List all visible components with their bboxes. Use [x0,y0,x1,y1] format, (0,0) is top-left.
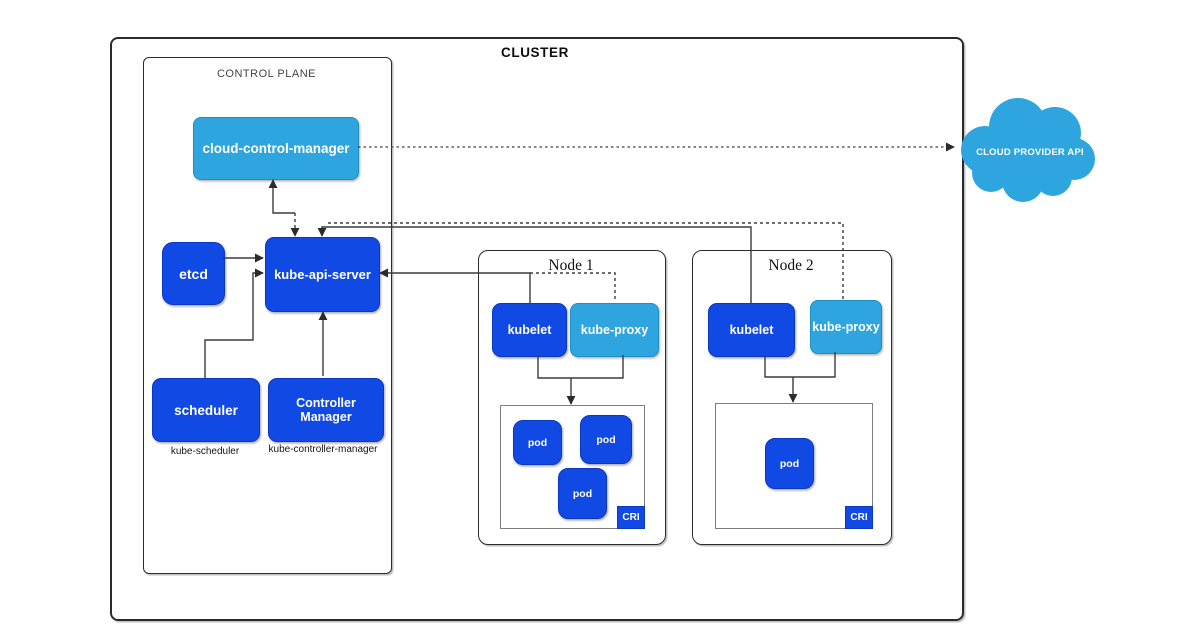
controller-manager-sublabel: kube-controller-manager [268,444,378,455]
pod-box: pod [580,415,632,464]
control-plane-title: CONTROL PLANE [216,68,316,80]
pod-box: pod [765,438,814,489]
node-2-kubelet-box: kubelet [708,303,795,357]
cri-badge: CRI [617,506,645,529]
cluster-frame [110,37,964,621]
cloud-control-manager-box: cloud-control-manager [193,117,359,180]
pod-box: pod [513,420,562,465]
cloud-provider-api-label: CLOUD PROVIDER API [976,147,1084,158]
scheduler-sublabel: kube-scheduler [170,446,240,457]
node-2-kube-proxy-box: kube-proxy [810,300,882,354]
node-1-title: Node 1 [548,257,594,274]
control-plane-frame [143,57,392,574]
node-1-kube-proxy-box: kube-proxy [570,303,659,357]
etcd-box: etcd [162,242,225,305]
node-1-kubelet-box: kubelet [492,303,567,357]
cri-badge: CRI [845,506,873,529]
node-2-title: Node 2 [768,257,814,274]
scheduler-box: scheduler [152,378,260,442]
cluster-title: CLUSTER [501,45,569,60]
controller-manager-box: Controller Manager [268,378,384,442]
kube-api-server-box: kube-api-server [265,237,380,312]
pod-box: pod [558,468,607,519]
